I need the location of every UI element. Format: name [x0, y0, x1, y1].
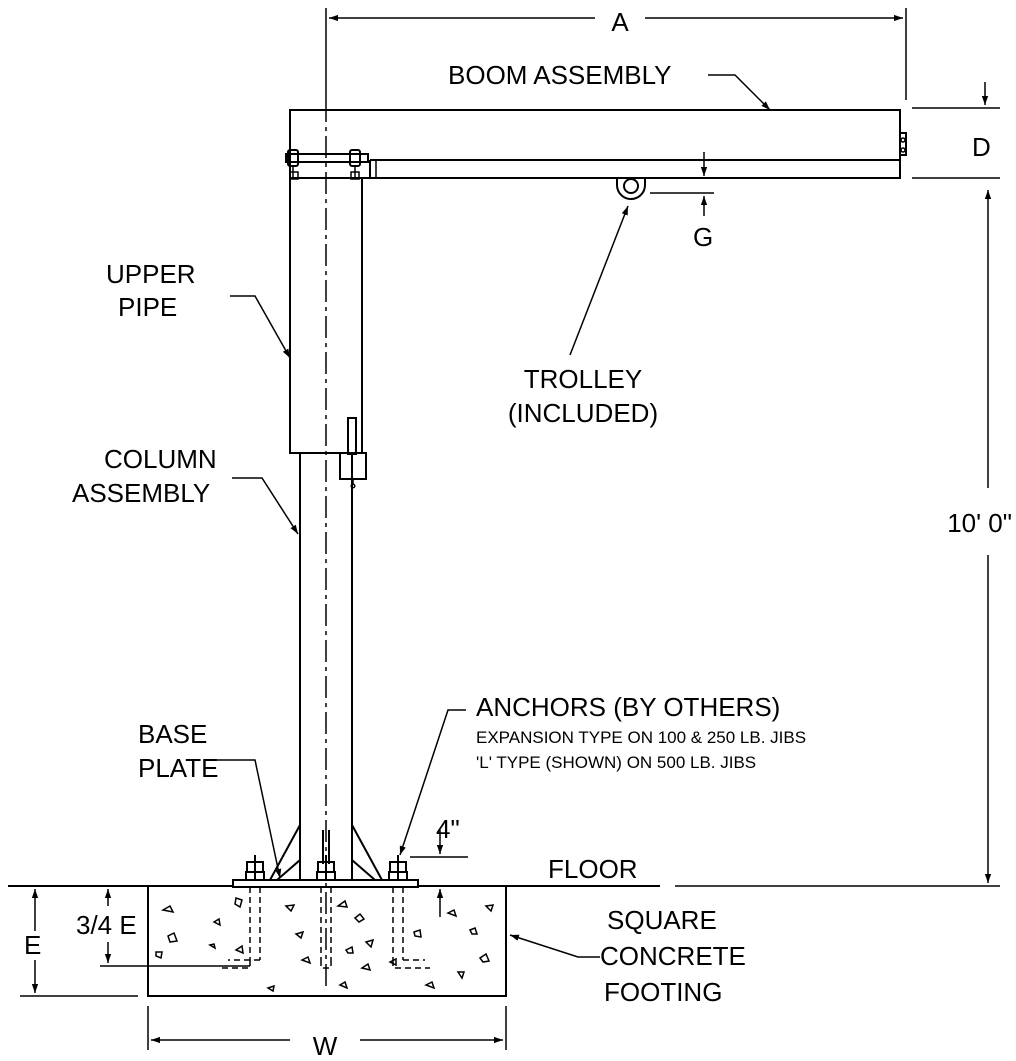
height-label: 10' 0" — [947, 508, 1012, 538]
trolley-label-line2: (INCLUDED) — [508, 398, 658, 428]
dimension-w: W — [147, 1006, 507, 1061]
footing-label-line3: FOOTING — [604, 977, 722, 1007]
footing-label-line2: CONCRETE — [600, 941, 746, 971]
upper-pipe-label-line2: PIPE — [118, 292, 177, 322]
dimension-a: A — [325, 7, 907, 100]
dimension-w-label: W — [313, 1031, 338, 1061]
floor-label: FLOOR — [548, 854, 638, 884]
dimension-g: G — [650, 152, 714, 252]
dimension-three-quarter-e-label: 3/4 E — [76, 910, 137, 940]
boom-assembly-label: BOOM ASSEMBLY — [448, 60, 671, 90]
trolley-label-line1: TROLLEY — [524, 364, 643, 394]
column-assembly — [299, 417, 367, 880]
dimension-three-quarter-e: 3/4 E — [76, 889, 444, 967]
dimension-4in: 4" — [410, 814, 468, 858]
dimension-e: E — [20, 889, 138, 997]
anchors-label: ANCHORS (BY OTHERS) — [476, 692, 780, 722]
base-plate-label-line2: PLATE — [138, 753, 218, 783]
column-assembly-label-line2: ASSEMBLY — [72, 478, 210, 508]
dimension-e-label: E — [24, 930, 41, 960]
dimension-height: 10' 0" — [675, 190, 1012, 887]
anchors-note-line2: 'L' TYPE (SHOWN) ON 500 LB. JIBS — [476, 753, 756, 772]
dimension-g-label: G — [693, 222, 713, 252]
concrete-footing — [147, 886, 507, 997]
base-plate-label-line1: BASE — [138, 719, 207, 749]
dimension-d: D — [912, 82, 1000, 179]
boom-assembly — [285, 109, 907, 180]
footing-label-line1: SQUARE — [607, 905, 717, 935]
column-assembly-label-line1: COLUMN — [104, 444, 217, 474]
trolley — [616, 178, 646, 200]
upper-pipe-label-line1: UPPER — [106, 259, 196, 289]
dimension-a-label: A — [611, 7, 629, 37]
anchor-bolts — [245, 855, 408, 881]
dimension-d-label: D — [972, 132, 991, 162]
dimension-4in-label: 4" — [436, 814, 460, 844]
anchors-note-line1: EXPANSION TYPE ON 100 & 250 LB. JIBS — [476, 728, 806, 747]
